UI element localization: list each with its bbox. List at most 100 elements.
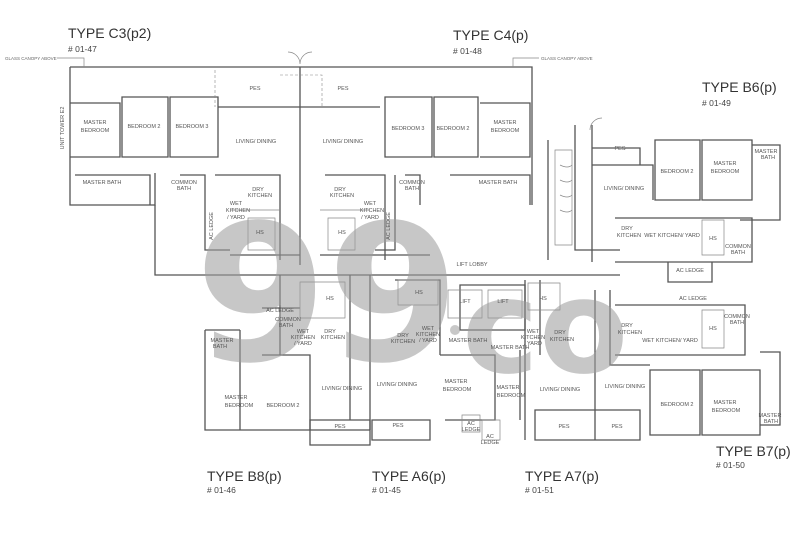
svg-text:99: 99 <box>195 184 459 405</box>
room-master-bath: BATH <box>761 155 775 161</box>
room-wet-kitchen: / YARD <box>524 341 542 347</box>
glass-canopy-note: GLASS CANOPY ABOVE <box>541 56 593 61</box>
unit-type-a6: TYPE A6(p) <box>372 468 446 484</box>
room-wet-kitchen: WET <box>364 201 377 207</box>
room-master-bath: BATH <box>213 344 227 350</box>
room-wet-kitchen: / YARD <box>227 215 245 221</box>
room-master-bedroom: BEDROOM <box>81 128 110 134</box>
room-dry-kitchen: DRY <box>252 187 264 193</box>
unit-type-c4: TYPE C4(p) <box>453 27 528 43</box>
room-hs: HS <box>709 236 717 242</box>
unit-number-a6: # 01-45 <box>372 485 401 495</box>
room-common-bath: BATH <box>177 186 191 192</box>
room-ac-ledge: AC <box>486 434 494 440</box>
room-labels: PES MASTER BEDROOM BEDROOM 2 BEDROOM 3 L… <box>81 86 782 446</box>
room-bedroom-2: BEDROOM 2 <box>660 402 693 408</box>
unit-type-a7: TYPE A7(p) <box>525 468 599 484</box>
room-master-bath: MASTER BATH <box>83 180 122 186</box>
room-common-bath: COMMON <box>171 180 197 186</box>
room-wet-kitchen-yard: WET KITCHEN/ YARD <box>642 338 698 344</box>
room-ac-ledge: AC LEDGE <box>676 268 704 274</box>
room-pes: PES <box>337 86 348 92</box>
room-master-bath: MASTER <box>759 413 782 419</box>
room-master-bedroom: MASTER <box>84 120 107 126</box>
room-common-bath: BATH <box>730 320 744 326</box>
room-wet-kitchen: WET <box>230 201 243 207</box>
unit-tower-label: UNIT TOWER E2 <box>60 107 66 150</box>
plan-notes: GLASS CANOPY ABOVE GLASS CANOPY ABOVE UN… <box>5 56 593 305</box>
room-common-bath: COMMON <box>725 244 751 250</box>
room-master-bedroom: MASTER <box>494 120 517 126</box>
room-wet-kitchen: KITCHEN <box>360 208 384 214</box>
room-living-dining: LIVING/ DINING <box>323 139 363 145</box>
room-dry-kitchen: DRY <box>324 329 336 335</box>
room-pes: PES <box>249 86 260 92</box>
room-dry-kitchen: KITCHEN <box>248 193 272 199</box>
room-pes: PES <box>614 146 625 152</box>
room-wet-kitchen: WET <box>297 329 310 335</box>
unit-number-c3: # 01-47 <box>68 44 97 54</box>
room-wet-kitchen: KITCHEN <box>291 335 315 341</box>
room-dry-kitchen: DRY <box>397 333 409 339</box>
unit-titles: TYPE C3(p2) # 01-47 TYPE C4(p) # 01-48 T… <box>68 25 791 495</box>
room-master-bedroom: MASTER <box>225 395 248 401</box>
room-hs: HS <box>709 326 717 332</box>
room-living-dining: LIVING/ DINING <box>322 386 362 392</box>
room-master-bedroom: MASTER <box>714 161 737 167</box>
svg-text:co: co <box>462 251 628 403</box>
room-ac-ledge: AC <box>467 421 475 427</box>
room-ac-ledge: AC LEDGE <box>679 296 707 302</box>
room-pes: PES <box>558 424 569 430</box>
room-bedroom-2: BEDROOM 2 <box>660 169 693 175</box>
unit-type-c3: TYPE C3(p2) <box>68 25 151 41</box>
room-master-bath: BATH <box>764 419 778 425</box>
lift-label: LIFT <box>459 299 471 305</box>
unit-type-b7: TYPE B7(p) <box>716 443 791 459</box>
room-dry-kitchen: KITCHEN <box>321 335 345 341</box>
room-living-dining: LIVING/ DINING <box>377 382 417 388</box>
room-master-bedroom: BEDROOM <box>491 128 520 134</box>
room-master-bath: MASTER BATH <box>491 345 530 351</box>
glass-canopy-note: GLASS CANOPY ABOVE <box>5 56 57 61</box>
room-master-bedroom: BEDROOM <box>711 169 740 175</box>
room-master-bath: MASTER BATH <box>449 338 488 344</box>
room-master-bedroom: MASTER <box>445 379 468 385</box>
room-master-bath: MASTER BATH <box>479 180 518 186</box>
room-dry-kitchen: DRY <box>621 323 633 329</box>
room-ac-ledge: LEDGE <box>462 427 481 433</box>
room-dry-kitchen: KITCHEN <box>618 330 642 336</box>
room-living-dining: LIVING/ DINING <box>604 186 644 192</box>
unit-number-c4: # 01-48 <box>453 46 482 56</box>
room-hs: HS <box>338 230 346 236</box>
room-hs: HS <box>539 296 547 302</box>
room-dry-kitchen: KITCHEN <box>391 339 415 345</box>
room-hs: HS <box>326 296 334 302</box>
walls <box>69 51 781 446</box>
room-master-bedroom: BEDROOM <box>712 408 741 414</box>
room-wet-kitchen: / YARD <box>361 215 379 221</box>
room-wet-kitchen-yard: WET KITCHEN/ YARD <box>644 233 700 239</box>
unit-number-b7: # 01-50 <box>716 460 745 470</box>
room-wet-kitchen: / YARD <box>419 338 437 344</box>
room-common-bath: COMMON <box>724 314 750 320</box>
room-wet-kitchen: / YARD <box>294 341 312 347</box>
room-wet-kitchen: KITCHEN <box>226 208 250 214</box>
room-master-bath: MASTER <box>211 338 234 344</box>
room-wet-kitchen: KITCHEN <box>416 332 440 338</box>
room-dry-kitchen: DRY <box>334 187 346 193</box>
room-wet-kitchen: KITCHEN <box>521 335 545 341</box>
unit-number-b6: # 01-49 <box>702 98 731 108</box>
room-wet-kitchen: WET <box>422 326 435 332</box>
room-hs: HS <box>415 290 423 296</box>
lift-label: LIFT <box>497 299 509 305</box>
room-hs: HS <box>256 230 264 236</box>
room-living-dining: LIVING/ DINING <box>540 387 580 393</box>
room-pes: PES <box>611 424 622 430</box>
unit-number-b8: # 01-46 <box>207 485 236 495</box>
room-common-bath: BATH <box>731 250 745 256</box>
room-common-bath: BATH <box>279 323 293 329</box>
room-dry-kitchen: KITCHEN <box>550 337 574 343</box>
room-living-dining: LIVING/ DINING <box>236 139 276 145</box>
room-master-bedroom: MASTER <box>497 385 520 391</box>
